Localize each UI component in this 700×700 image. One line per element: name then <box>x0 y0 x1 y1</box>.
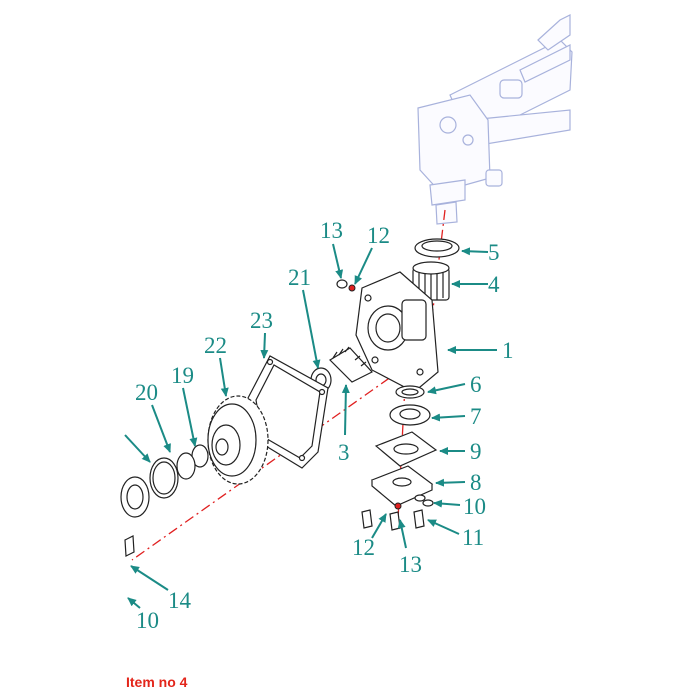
callout-22: 22 <box>204 333 227 358</box>
part-14-bearing <box>120 476 150 557</box>
callout-1: 1 <box>502 338 514 363</box>
callout-10-left: 10 <box>136 608 159 633</box>
callout-4: 4 <box>488 272 500 297</box>
callout-23: 23 <box>250 308 273 333</box>
callout-19: 19 <box>171 363 194 388</box>
callout-6: 6 <box>470 372 482 397</box>
part-3-bevel-pinion <box>329 346 373 383</box>
callout-12-bottom: 12 <box>352 535 375 560</box>
callout-14: 14 <box>168 588 192 613</box>
callout-3: 3 <box>338 440 350 465</box>
part-5-seal-ring <box>414 238 460 258</box>
callout-7: 7 <box>470 404 482 429</box>
callout-9: 9 <box>470 439 482 464</box>
callout-13-top: 13 <box>320 218 343 243</box>
callout-20: 20 <box>135 380 158 405</box>
part-9-gasket <box>374 431 438 467</box>
part-13-12-top-bolt <box>336 279 356 292</box>
leader-lines <box>124 243 497 609</box>
callout-13-bottom: 13 <box>399 552 422 577</box>
ghost-upper-assembly <box>417 14 573 225</box>
part-6-ring <box>395 385 425 399</box>
part-7-bearing <box>389 404 431 426</box>
callout-12-top: 12 <box>367 223 390 248</box>
part-19-20-circlips <box>149 444 209 499</box>
callout-labels: 13 12 5 4 21 23 1 22 6 19 20 7 3 9 8 10 … <box>135 218 514 633</box>
part-22-crown-gear <box>207 395 269 485</box>
callout-21: 21 <box>288 265 311 290</box>
part-1-gearbox-housing <box>355 271 439 393</box>
part-10-11-bottom-bolts <box>361 494 434 531</box>
callout-10-right: 10 <box>463 494 486 519</box>
callout-5: 5 <box>488 240 500 265</box>
item-caption: Item no 4 <box>126 674 188 690</box>
part-8-cover-plate <box>370 465 434 507</box>
callout-8: 8 <box>470 470 482 495</box>
callout-11: 11 <box>462 525 484 550</box>
